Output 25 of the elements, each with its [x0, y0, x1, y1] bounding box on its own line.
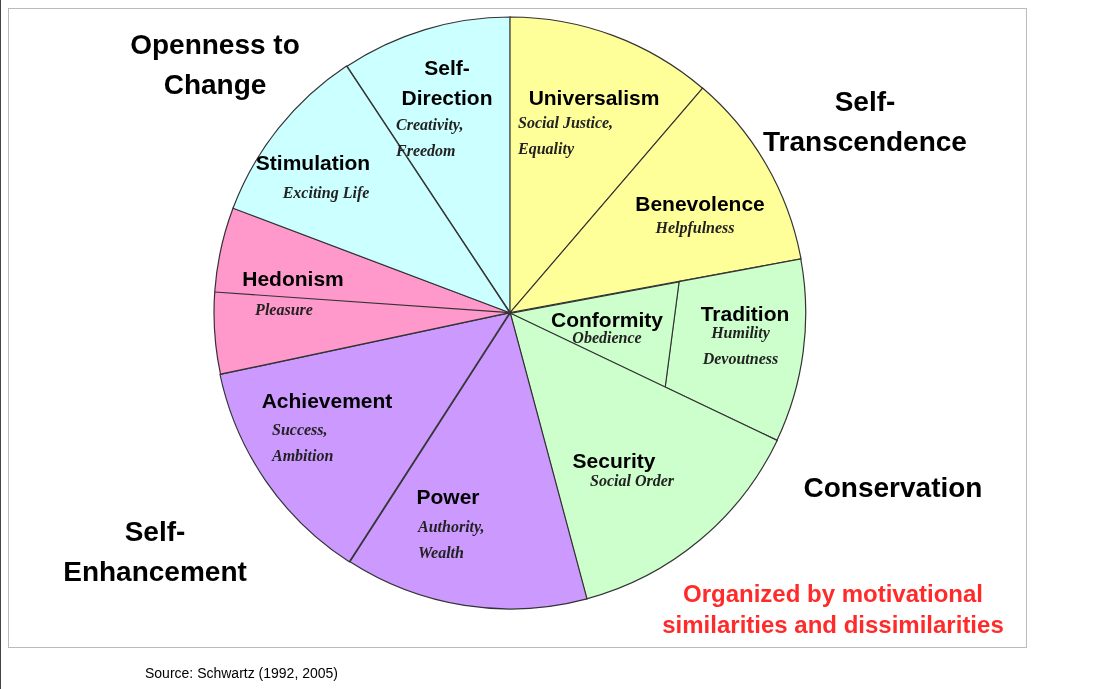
value-name: Benevolence: [635, 191, 765, 217]
value-name: Tradition: [700, 301, 790, 326]
value-name: Stimulation: [255, 150, 371, 176]
group-label: Self-Transcendence: [763, 85, 967, 159]
value-name: Universalism: [528, 85, 660, 111]
value-name: Power: [416, 484, 480, 510]
value-name: Security: [572, 448, 656, 474]
value-examples: Obedience: [572, 329, 642, 348]
note-text: Organized by motivational similarities and dissimilarities: [661, 579, 1005, 640]
group-label: Self-Enhancement: [63, 515, 247, 589]
source-caption: Source: Schwartz (1992, 2005): [145, 665, 338, 681]
value-examples: Social Justice, Equality: [518, 113, 615, 160]
value-name: Self-Direction: [400, 55, 494, 111]
group-label: Conservation: [803, 471, 983, 505]
value-name: Achievement: [261, 388, 393, 414]
value-examples: Social Order: [590, 472, 674, 491]
value-name: Conformity: [551, 307, 663, 331]
value-examples: Authority, Wealth: [418, 517, 486, 563]
value-name: Hedonism: [242, 266, 344, 292]
value-examples: Helpfulness: [655, 218, 735, 239]
value-examples: Humility Devoutness: [701, 323, 780, 369]
group-label: Openness to Change: [129, 28, 301, 102]
value-examples: Pleasure: [255, 300, 313, 320]
value-examples: Exciting Life: [282, 183, 370, 204]
value-examples: Success, Ambition: [272, 420, 335, 466]
